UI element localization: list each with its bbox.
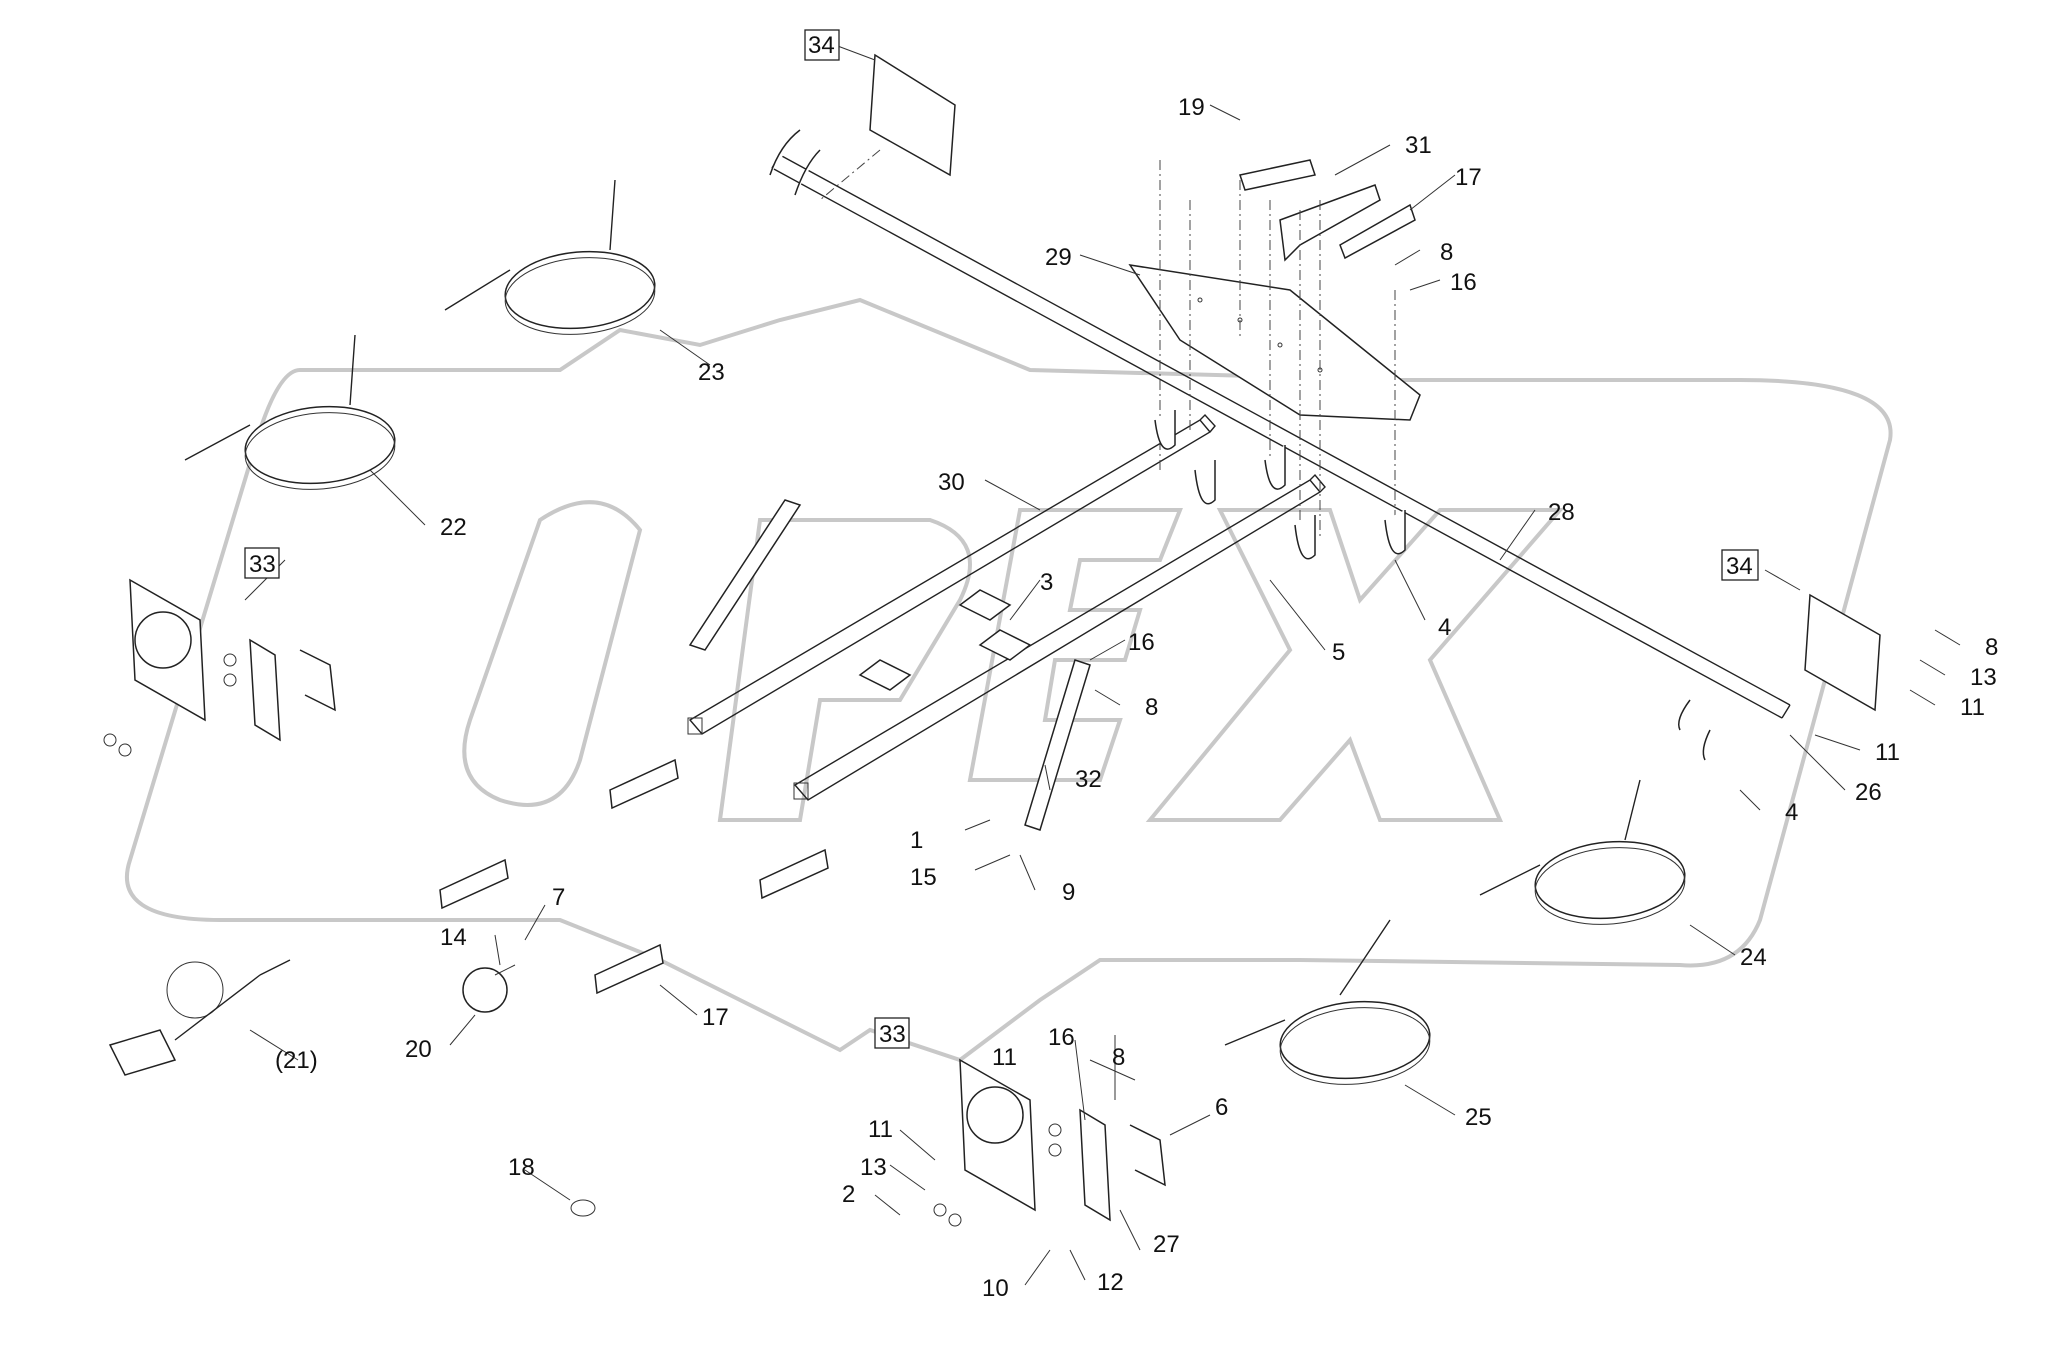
label-34b: 34 bbox=[1726, 553, 1753, 580]
part-labels: 34 34 33 33 19 31 17 8 16 29 23 22 30 28… bbox=[249, 32, 1998, 1302]
label-13b: 13 bbox=[860, 1154, 887, 1181]
cable-coil-25 bbox=[1224, 919, 1431, 1085]
label-4a: 4 bbox=[1438, 614, 1451, 641]
bracket-31 bbox=[1239, 159, 1416, 262]
label-11d: 11 bbox=[868, 1116, 893, 1143]
label-33a: 33 bbox=[249, 551, 276, 578]
ring-18 bbox=[570, 1199, 596, 1217]
label-27: 27 bbox=[1153, 1231, 1180, 1258]
label-16c: 16 bbox=[1048, 1024, 1075, 1051]
label-15: 15 bbox=[910, 864, 937, 891]
label-21: (21) bbox=[275, 1047, 318, 1074]
label-12: 12 bbox=[1097, 1269, 1124, 1296]
label-17b: 17 bbox=[702, 1004, 729, 1031]
label-13a: 13 bbox=[1970, 664, 1997, 691]
label-18: 18 bbox=[508, 1154, 535, 1181]
label-9: 9 bbox=[1062, 879, 1075, 906]
label-16b: 16 bbox=[1128, 629, 1155, 656]
cable-coil-22 bbox=[184, 334, 396, 490]
label-8c: 8 bbox=[1985, 634, 1998, 661]
watermark-logo bbox=[124, 297, 1893, 1063]
cable-coil-23 bbox=[444, 179, 656, 335]
light-assembly-33-bottom bbox=[933, 1058, 1166, 1227]
callout-boxes bbox=[244, 29, 1759, 1049]
socket-20 bbox=[462, 964, 516, 1013]
plate-bolts bbox=[1154, 160, 1406, 560]
label-30: 30 bbox=[938, 469, 965, 496]
label-8b: 8 bbox=[1145, 694, 1158, 721]
label-11a: 11 bbox=[1960, 694, 1985, 721]
label-8a: 8 bbox=[1440, 239, 1453, 266]
label-3: 3 bbox=[1040, 569, 1053, 596]
label-32: 32 bbox=[1075, 766, 1102, 793]
label-10: 10 bbox=[982, 1275, 1009, 1302]
connector-21 bbox=[108, 959, 291, 1076]
label-5: 5 bbox=[1332, 639, 1345, 666]
u-bolts bbox=[858, 589, 1032, 691]
label-19: 19 bbox=[1178, 94, 1205, 121]
mount-plate-29 bbox=[1128, 263, 1421, 421]
label-1: 1 bbox=[910, 827, 923, 854]
label-16a: 16 bbox=[1450, 269, 1477, 296]
label-6: 6 bbox=[1215, 1094, 1228, 1121]
label-7: 7 bbox=[552, 884, 565, 911]
brace-32 bbox=[688, 499, 1091, 831]
label-8d: 8 bbox=[1112, 1044, 1125, 1071]
label-29: 29 bbox=[1045, 244, 1072, 271]
label-2: 2 bbox=[842, 1181, 855, 1208]
label-11b: 11 bbox=[1875, 739, 1900, 766]
light-assembly-33-left bbox=[103, 578, 336, 757]
label-31: 31 bbox=[1405, 132, 1432, 159]
leader-lines bbox=[244, 44, 1961, 1286]
label-24: 24 bbox=[1740, 944, 1767, 971]
label-26: 26 bbox=[1855, 779, 1882, 806]
decals bbox=[439, 758, 829, 995]
label-33b: 33 bbox=[879, 1021, 906, 1048]
label-34a: 34 bbox=[808, 32, 835, 59]
cable-coil-24 bbox=[1479, 779, 1686, 925]
label-23: 23 bbox=[698, 359, 725, 386]
label-14: 14 bbox=[440, 924, 467, 951]
label-20: 20 bbox=[405, 1036, 432, 1063]
label-22: 22 bbox=[440, 514, 467, 541]
label-4b: 4 bbox=[1785, 799, 1798, 826]
label-11c: 11 bbox=[992, 1044, 1017, 1071]
label-28: 28 bbox=[1548, 499, 1575, 526]
tube-30 bbox=[687, 413, 1216, 735]
label-25: 25 bbox=[1465, 1104, 1492, 1131]
plate-34-right bbox=[1678, 593, 1881, 761]
label-17a: 17 bbox=[1455, 164, 1482, 191]
plate-34-top bbox=[769, 53, 956, 201]
